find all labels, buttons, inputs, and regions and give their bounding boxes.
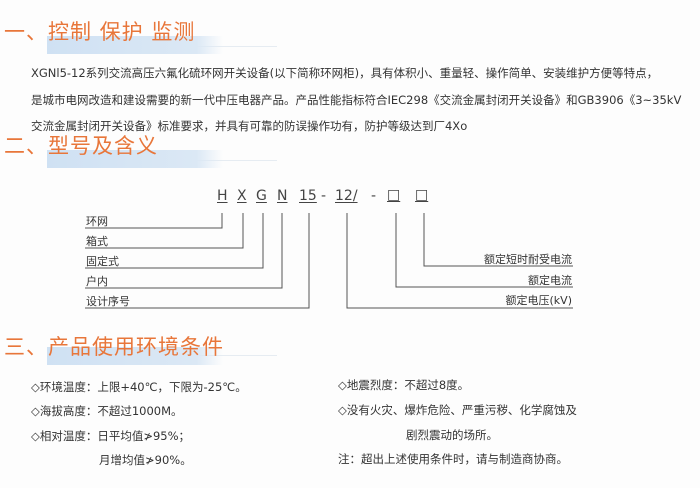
model-part: - (321, 188, 327, 204)
env-item: ◇地震烈度：不超过8度。 (338, 378, 470, 392)
model-label-left: 固定式 (86, 255, 119, 268)
env-item: ◇相对温度：日平均值≯95%； (31, 429, 191, 443)
model-part: H (217, 188, 228, 204)
section1-heading: 一、控制 保护 监测 (4, 20, 196, 44)
heading-highlight (47, 150, 223, 168)
model-label-left: 设计序号 (86, 295, 130, 308)
model-label-left: 户内 (86, 275, 108, 288)
env-item: ◇环境温度：上限+40℃，下限为-25℃。 (31, 380, 247, 394)
heading-highlight (47, 347, 223, 365)
model-label-right: 额定电流 (528, 274, 572, 287)
model-label-right: 额定电压(kV) (505, 294, 572, 307)
model-part: □ (387, 187, 401, 203)
paragraph-line: XGNl5-12系列交流高压六氟化硫环网开关设备(以下简称环网柜)，具有体积小、… (31, 66, 659, 80)
model-part: □ (415, 187, 429, 203)
env-item: 剧烈震动的场所。 (406, 428, 498, 442)
model-label-left: 环网 (86, 215, 108, 228)
paragraph-line: 是城市电网改造和建设需要的新一代中压电器产品。产品性能指标符合IEC298《交流… (31, 93, 682, 107)
model-label-right: 额定短时耐受电流 (484, 253, 572, 266)
section3-heading: 三、产品使用环境条件 (4, 335, 224, 359)
model-part: 15 (299, 188, 317, 204)
model-part: G (256, 188, 267, 204)
section2-heading: 二、型号及含义 (4, 134, 158, 158)
env-item: ◇海拔高度：不超过1000M。 (31, 404, 183, 418)
model-part: X (237, 188, 247, 204)
paragraph-line: 交流金属封闭开关设备》标准要求，并具有可靠的防误操作功有，防护等级达到厂4Xo (31, 119, 468, 133)
env-item: ◇没有火灾、爆炸危险、严重污秽、化学腐蚀及 (338, 403, 577, 417)
heading-highlight (47, 36, 223, 54)
env-item: 月增均值≯90%。 (99, 453, 192, 467)
model-part: - (371, 188, 377, 204)
model-part: N (277, 188, 288, 204)
env-note: 注：超出上述使用条件时，请与制造商协商。 (338, 452, 568, 466)
model-part: 12/ (335, 188, 358, 204)
model-label-left: 箱式 (86, 235, 108, 248)
